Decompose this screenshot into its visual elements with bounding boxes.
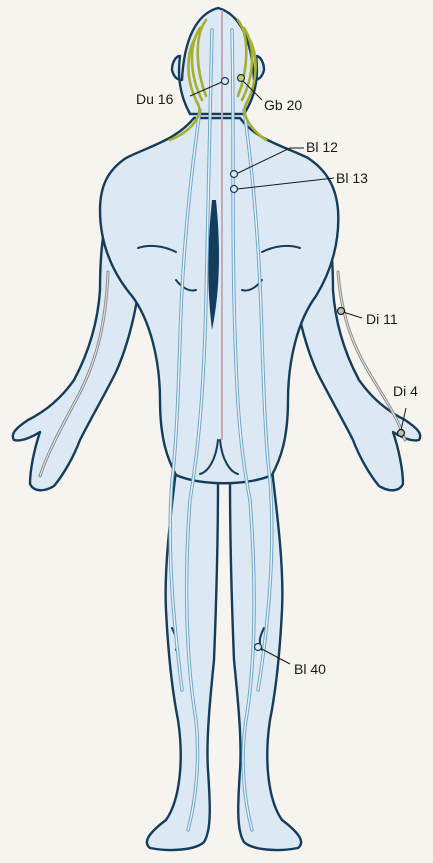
bl13-point[interactable] [231, 186, 238, 193]
left-leg [147, 470, 218, 850]
body-silhouette [13, 8, 420, 850]
gb20-label: Gb 20 [264, 97, 302, 113]
bl40-point[interactable] [255, 644, 262, 651]
di4-label: Di 4 [393, 383, 418, 399]
bl40-label: Bl 40 [294, 661, 326, 677]
du16-label: Du 16 [136, 91, 174, 107]
bl12-label: Bl 12 [306, 139, 338, 155]
di4-point[interactable] [398, 430, 405, 437]
bl13-label: Bl 13 [336, 170, 368, 186]
bl12-point[interactable] [231, 171, 238, 178]
di11-point[interactable] [338, 308, 345, 315]
right-leg [230, 470, 301, 850]
torso [100, 118, 338, 483]
gb20-point[interactable] [238, 75, 245, 82]
di11-label: Di 11 [366, 311, 398, 327]
du16-point[interactable] [222, 78, 229, 85]
